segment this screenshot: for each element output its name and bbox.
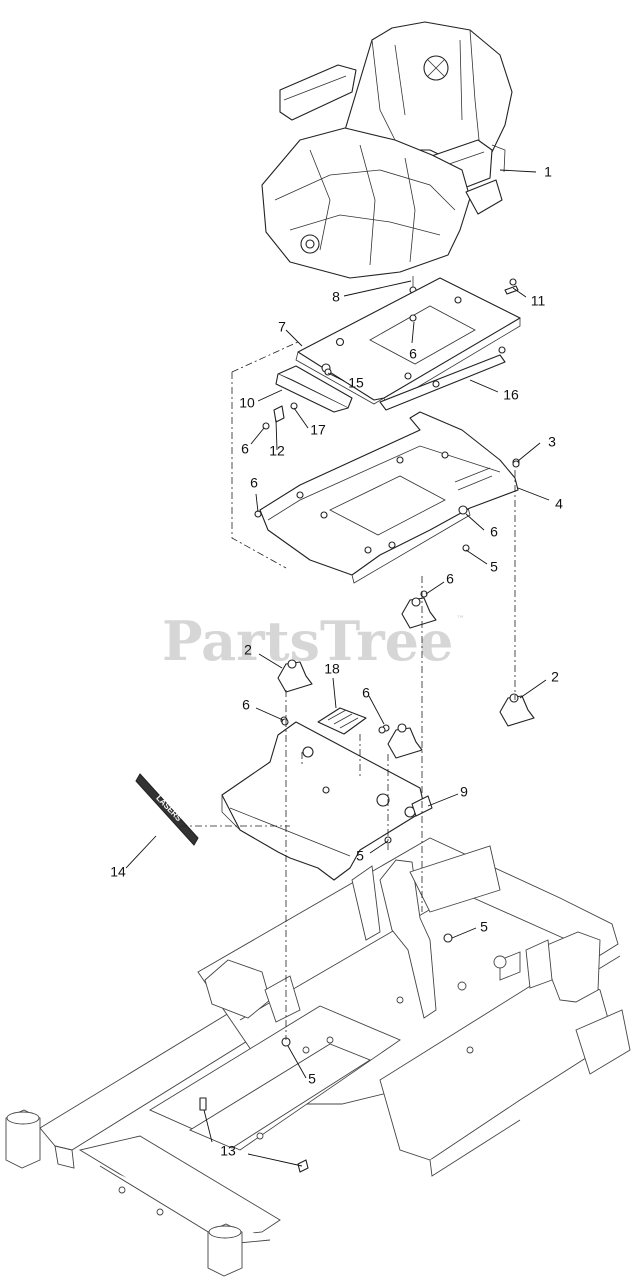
- callout-15: 15: [348, 375, 364, 391]
- callout-8: 8: [332, 289, 340, 305]
- callout-9: 9: [460, 784, 468, 800]
- callout-16: 16: [503, 387, 519, 403]
- callout-2: 2: [551, 669, 559, 685]
- callout-10: 10: [239, 395, 255, 411]
- callout-3: 3: [548, 434, 556, 450]
- callout-2: 2: [244, 642, 252, 658]
- callout-17: 17: [310, 422, 326, 438]
- callout-6: 6: [446, 571, 454, 587]
- logo-decal-icon[interactable]: LASERS: [135, 773, 199, 846]
- callout-13: 13: [220, 1143, 236, 1159]
- callout-6: 6: [409, 346, 417, 362]
- callout-11: 11: [531, 293, 546, 309]
- callout-6: 6: [490, 524, 498, 540]
- chassis-frame-icon: [5, 837, 631, 1277]
- callout-6: 6: [241, 441, 249, 457]
- callout-6: 6: [250, 475, 258, 491]
- center-lines: [180, 341, 516, 1040]
- callout-7: 7: [278, 319, 286, 335]
- logo-decal-text: LASERS: [154, 793, 183, 823]
- mount-plate-icon[interactable]: [254, 411, 520, 584]
- callout-14: 14: [110, 864, 126, 880]
- callout-6: 6: [242, 697, 250, 713]
- callout-5: 5: [356, 848, 364, 864]
- decal-icon[interactable]: [317, 707, 367, 735]
- callout-12: 12: [269, 443, 285, 459]
- rubber-isolator-icon[interactable]: [401, 590, 437, 629]
- callout-1: 1: [544, 164, 552, 180]
- callout-5: 5: [480, 919, 488, 935]
- seat-plate-icon[interactable]: [295, 277, 521, 411]
- callout-4: 4: [555, 496, 563, 512]
- callout-6: 6: [362, 685, 370, 701]
- leader-lines: [125, 169, 550, 1167]
- watermark-trademark: ™: [456, 615, 465, 625]
- seat-assembly-icon[interactable]: [261, 21, 513, 294]
- callout-18: 18: [324, 661, 340, 677]
- console-panel-icon[interactable]: [221, 716, 433, 881]
- callout-labels: 1 8 11 7 6 15 16 10 17 6 12 3 4 6 6 5 6 …: [110, 164, 563, 1159]
- callout-5: 5: [490, 559, 498, 575]
- bracket-icon[interactable]: [262, 363, 353, 430]
- callout-5: 5: [308, 1071, 316, 1087]
- rubber-isolator-icon[interactable]: [382, 723, 423, 759]
- rubber-isolator-icon[interactable]: [499, 693, 535, 727]
